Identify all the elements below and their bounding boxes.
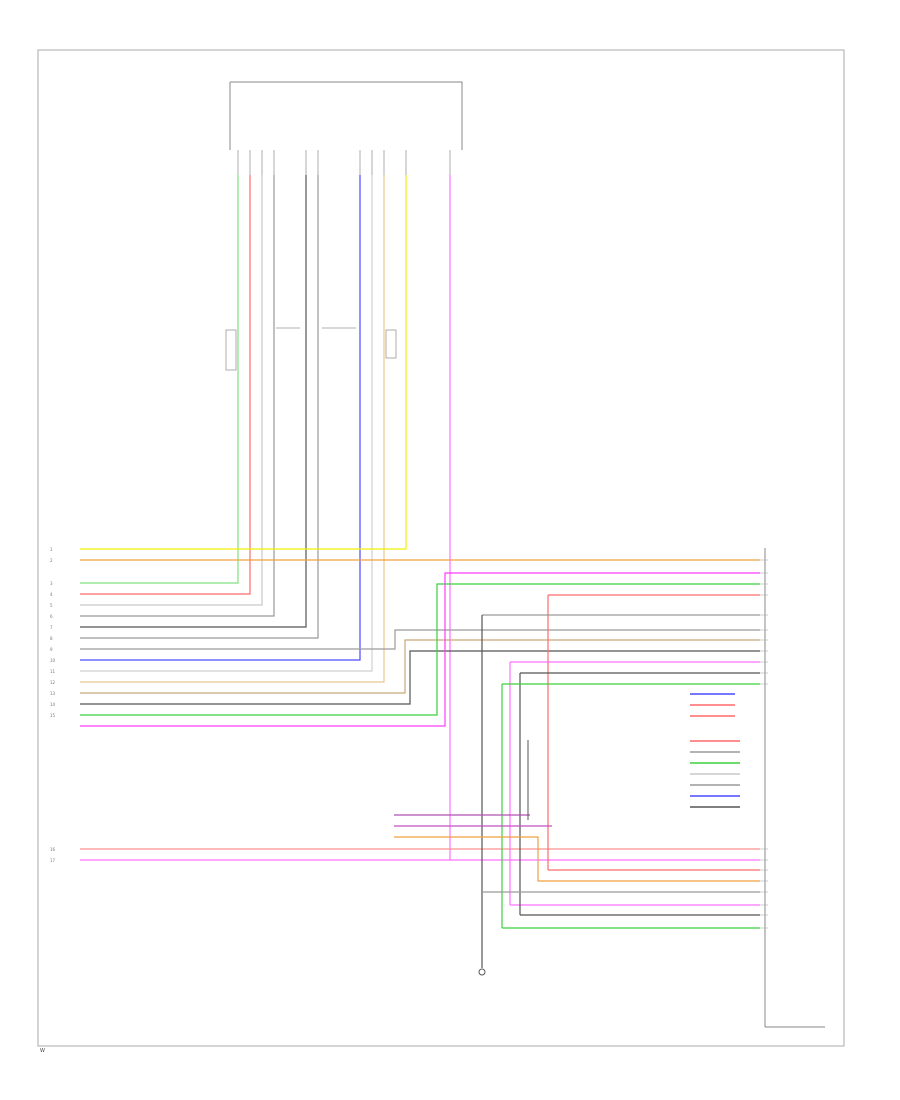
left-terminal-10: 10 bbox=[50, 658, 56, 663]
top-unit-connector bbox=[229, 81, 463, 175]
page-reference: W bbox=[40, 1048, 45, 1054]
right-wires bbox=[394, 594, 760, 960]
left-terminal-5: 5 bbox=[50, 603, 53, 608]
diagram-frame bbox=[37, 49, 845, 1047]
wire-magenta-left bbox=[80, 572, 760, 727]
top-vertical-wires bbox=[80, 175, 451, 861]
wire-orange-right bbox=[394, 836, 760, 882]
left-terminal-13: 13 bbox=[50, 691, 56, 696]
display-unit-connector bbox=[760, 548, 825, 1028]
wire-tan-2 bbox=[80, 639, 760, 694]
left-terminal-14: 14 bbox=[50, 702, 56, 707]
left-terminal-4: 4 bbox=[50, 592, 53, 597]
wire-gray-2 bbox=[80, 175, 319, 639]
wire-red bbox=[80, 175, 251, 595]
left-terminal-6: 6 bbox=[50, 614, 53, 619]
left-terminal-15: 15 bbox=[50, 713, 56, 718]
wire-yellow bbox=[80, 175, 407, 550]
left-terminal-11: 11 bbox=[50, 669, 56, 674]
wire-black-1 bbox=[80, 175, 307, 628]
left-terminal-1: 1 bbox=[50, 547, 53, 552]
wire-magenta bbox=[80, 175, 451, 861]
left-terminal-8: 8 bbox=[50, 636, 53, 641]
wire-lightgray bbox=[80, 175, 263, 606]
left-terminal-17: 17 bbox=[50, 858, 56, 863]
wire-gray-3 bbox=[80, 629, 760, 650]
ground-point bbox=[478, 960, 486, 976]
sub-connector-a bbox=[690, 693, 735, 717]
left-terminal-2: 2 bbox=[50, 558, 53, 563]
left-horizontal-wires bbox=[80, 559, 760, 861]
shield-markers bbox=[225, 327, 397, 371]
left-terminal-7: 7 bbox=[50, 625, 53, 630]
left-terminal-3: 3 bbox=[50, 581, 53, 586]
wire-blue bbox=[80, 175, 361, 661]
display-unit-pins bbox=[760, 559, 768, 929]
sub-connector-b bbox=[690, 740, 740, 808]
left-terminal-16: 16 bbox=[50, 847, 56, 852]
left-terminal-9: 9 bbox=[50, 647, 53, 652]
wire-lightgray-2 bbox=[80, 175, 373, 672]
wire-gray bbox=[80, 175, 275, 617]
top-unit-pins bbox=[237, 150, 451, 175]
wire-green-left bbox=[80, 583, 760, 716]
wire-tan bbox=[80, 175, 385, 683]
left-terminal-12: 12 bbox=[50, 680, 56, 685]
wire-black-2 bbox=[80, 650, 760, 705]
wire-lightgreen bbox=[80, 175, 239, 584]
